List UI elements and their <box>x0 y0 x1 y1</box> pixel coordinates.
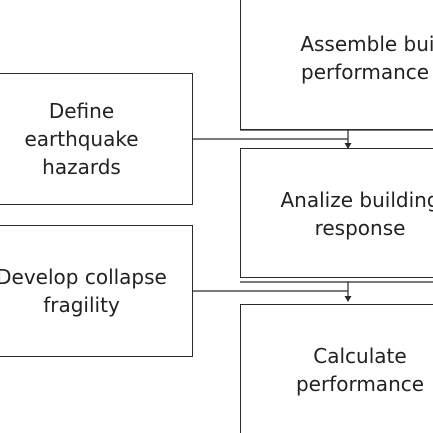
calculate-line-2: performance <box>295 372 425 396</box>
connector-assemble-to-junction-1 <box>240 129 349 139</box>
assemble-line-1: Assemble building <box>300 32 433 56</box>
define-line-3: hazards <box>42 155 121 179</box>
develop-line-2: fragility <box>43 293 120 317</box>
analize-line-1: Analize building <box>280 188 433 212</box>
define-hazards-box: Define earthquake hazards <box>0 73 193 205</box>
assemble-line-2: performance level <box>301 60 433 84</box>
assemble-performance-box: Assemble building performance level <box>240 0 433 130</box>
arrowhead-2 <box>344 296 352 302</box>
define-line-2: earthquake <box>24 127 139 151</box>
calculate-performance-box: Calculate performance <box>240 304 433 433</box>
develop-fragility-box: Develop collapse fragility <box>0 225 193 357</box>
analize-response-box: Analize building response <box>240 148 433 278</box>
analize-line-2: response <box>314 216 406 240</box>
develop-line-1: Develop collapse <box>0 265 167 289</box>
connector-analize-to-junction-2 <box>240 281 349 291</box>
calculate-line-1: Calculate <box>313 344 407 368</box>
define-line-1: Define <box>48 99 115 123</box>
